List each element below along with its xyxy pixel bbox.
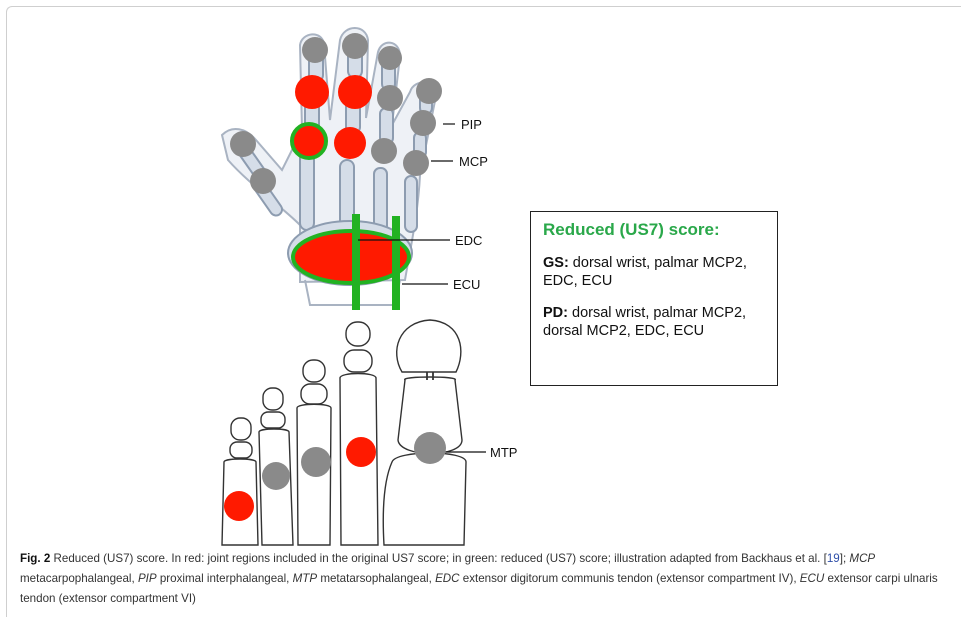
pip-label: PIP	[461, 117, 482, 132]
mcp-label: MCP	[459, 154, 488, 169]
pd-line: PD: dorsal wrist, palmar MCP2, dorsal MC…	[543, 304, 765, 340]
caption-edc-def: extensor digitorum communis tendon (exte…	[460, 572, 800, 585]
caption-mtp-def: metatarsophalangeal,	[317, 572, 435, 585]
caption-part1: Reduced (US7) score. In red: joint regio…	[50, 552, 827, 565]
caption-edc-abbr: EDC	[435, 572, 459, 585]
edc-tendon	[352, 214, 360, 310]
figure-caption: Fig. 2 Reduced (US7) score. In red: join…	[20, 549, 960, 609]
edc-label: EDC	[455, 233, 482, 248]
mtp-label: MTP	[490, 445, 517, 460]
hand-drawing: PIP MCP EDC ECU	[222, 28, 488, 310]
caption-mcp-def: metacarpophalangeal,	[20, 572, 138, 585]
gs-line: GS: dorsal wrist, palmar MCP2, EDC, ECU	[543, 254, 765, 290]
mcp2-green-joint	[292, 124, 326, 158]
caption-mcp-abbr: MCP	[849, 552, 875, 565]
reduced-score-box: Reduced (US7) score: GS: dorsal wrist, p…	[530, 211, 778, 386]
caption-ecu-abbr: ECU	[800, 572, 824, 585]
caption-part2: ];	[840, 552, 850, 565]
caption-mtp-abbr: MTP	[293, 572, 317, 585]
score-title: Reduced (US7) score:	[543, 220, 765, 240]
pd-text: dorsal wrist, palmar MCP2, dorsal MCP2, …	[543, 305, 746, 339]
caption-pip-abbr: PIP	[138, 572, 157, 585]
gs-text: dorsal wrist, palmar MCP2, EDC, ECU	[543, 255, 747, 289]
dorsal-wrist-region	[293, 231, 409, 283]
caption-ref-link[interactable]: 19	[827, 552, 840, 565]
ecu-tendon	[392, 216, 400, 310]
pd-label: PD:	[543, 305, 568, 321]
caption-fig-label: Fig. 2	[20, 552, 50, 565]
gs-label: GS:	[543, 255, 569, 271]
caption-pip-def: proximal interphalangeal,	[157, 572, 293, 585]
ecu-label: ECU	[453, 277, 480, 292]
